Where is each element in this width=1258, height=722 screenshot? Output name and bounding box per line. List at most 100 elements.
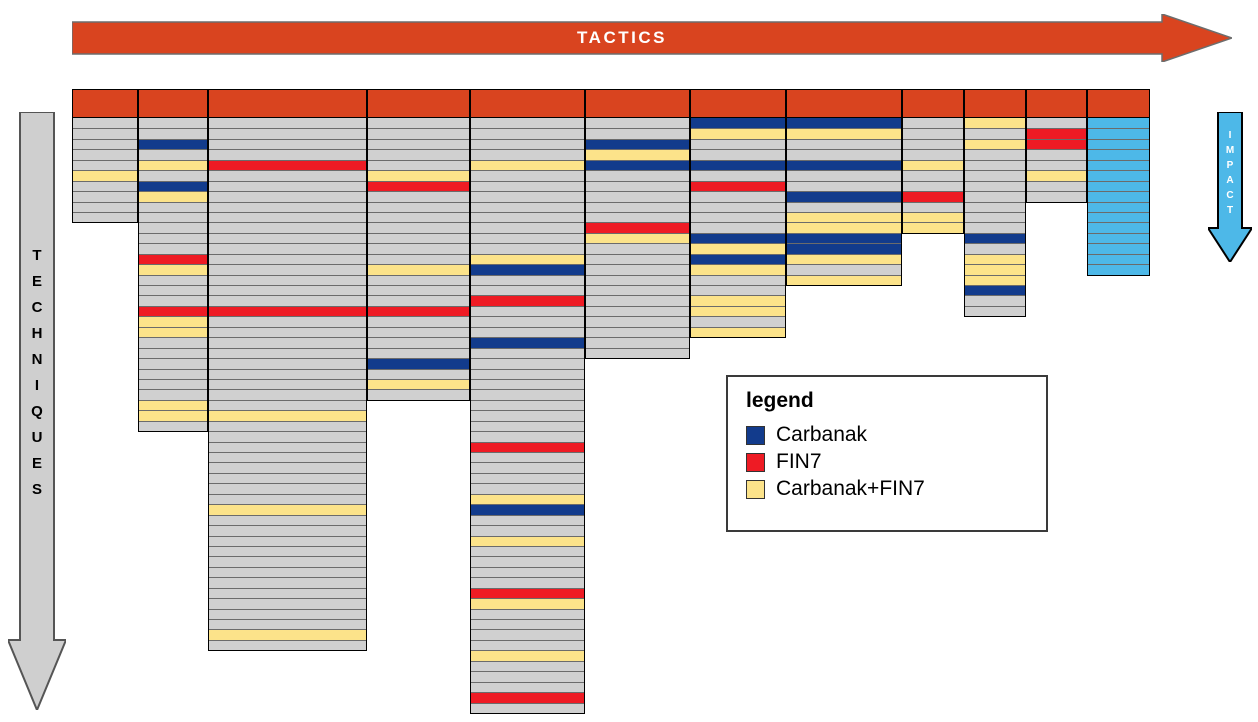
technique-cell[interactable] [691, 201, 785, 212]
technique-cell[interactable] [586, 232, 689, 244]
technique-cell[interactable] [471, 347, 584, 359]
technique-cell[interactable] [965, 118, 1025, 129]
technique-cell[interactable] [209, 316, 366, 327]
technique-cell[interactable] [1088, 159, 1149, 171]
technique-cell[interactable] [691, 295, 785, 306]
technique-cell[interactable] [73, 191, 137, 202]
technique-cell[interactable] [691, 170, 785, 181]
technique-cell[interactable] [965, 211, 1025, 223]
technique-cell[interactable] [368, 326, 469, 338]
technique-cell[interactable] [471, 639, 584, 651]
technique-cell[interactable] [368, 128, 469, 139]
technique-cell[interactable] [209, 264, 366, 275]
technique-cell[interactable] [209, 118, 366, 129]
technique-cell[interactable] [965, 149, 1025, 160]
technique-cell[interactable] [965, 305, 1025, 317]
technique-cell[interactable] [471, 138, 584, 150]
technique-cell[interactable] [965, 274, 1025, 285]
technique-cell[interactable] [368, 378, 469, 390]
technique-cell[interactable] [139, 222, 207, 233]
technique-cell[interactable] [471, 295, 584, 306]
technique-cell[interactable] [73, 149, 137, 160]
technique-cell[interactable] [471, 118, 584, 129]
technique-cell[interactable] [965, 264, 1025, 275]
technique-cell[interactable] [209, 368, 366, 379]
technique-cell[interactable] [368, 180, 469, 192]
technique-cell[interactable] [965, 243, 1025, 254]
technique-cell[interactable] [209, 201, 366, 212]
technique-cell[interactable] [471, 305, 584, 317]
technique-cell[interactable] [471, 472, 584, 484]
technique-cell[interactable] [209, 441, 366, 452]
technique-cell[interactable] [209, 462, 366, 473]
technique-cell[interactable] [209, 525, 366, 536]
technique-cell[interactable] [691, 316, 785, 327]
technique-cell[interactable] [691, 118, 785, 129]
technique-cell[interactable] [368, 316, 469, 327]
technique-cell[interactable] [73, 128, 137, 139]
technique-cell[interactable] [586, 253, 689, 265]
technique-cell[interactable] [1027, 159, 1086, 171]
tactic-column-11[interactable] [1026, 89, 1087, 203]
technique-cell[interactable] [691, 211, 785, 223]
technique-cell[interactable] [586, 305, 689, 317]
technique-cell[interactable] [73, 170, 137, 181]
technique-cell[interactable] [1027, 138, 1086, 150]
technique-cell[interactable] [471, 170, 584, 181]
technique-cell[interactable] [368, 201, 469, 212]
technique-cell[interactable] [471, 368, 584, 379]
technique-cell[interactable] [787, 211, 901, 223]
technique-cell[interactable] [139, 347, 207, 359]
technique-cell[interactable] [209, 619, 366, 630]
technique-cell[interactable] [586, 201, 689, 212]
technique-cell[interactable] [139, 389, 207, 400]
technique-cell[interactable] [1027, 170, 1086, 181]
tactic-column-12[interactable] [1087, 89, 1150, 276]
tactic-column-2[interactable] [138, 89, 208, 433]
technique-cell[interactable] [787, 201, 901, 212]
technique-cell[interactable] [209, 514, 366, 526]
technique-cell[interactable] [471, 493, 584, 505]
technique-cell[interactable] [787, 243, 901, 254]
technique-cell[interactable] [787, 274, 901, 285]
technique-cell[interactable] [471, 702, 584, 713]
technique-cell[interactable] [471, 211, 584, 223]
technique-cell[interactable] [1088, 191, 1149, 202]
technique-cell[interactable] [209, 598, 366, 609]
tactic-column-3[interactable] [208, 89, 367, 652]
technique-cell[interactable] [368, 222, 469, 233]
technique-cell[interactable] [139, 253, 207, 265]
technique-cell[interactable] [471, 149, 584, 160]
technique-cell[interactable] [586, 274, 689, 285]
technique-cell[interactable] [209, 535, 366, 546]
technique-cell[interactable] [209, 399, 366, 411]
technique-cell[interactable] [787, 232, 901, 244]
technique-cell[interactable] [73, 201, 137, 212]
technique-cell[interactable] [903, 128, 963, 139]
technique-cell[interactable] [73, 211, 137, 223]
technique-cell[interactable] [139, 358, 207, 369]
technique-cell[interactable] [965, 128, 1025, 139]
technique-cell[interactable] [586, 211, 689, 223]
technique-cell[interactable] [965, 138, 1025, 150]
technique-cell[interactable] [368, 191, 469, 202]
technique-cell[interactable] [209, 577, 366, 588]
technique-cell[interactable] [787, 149, 901, 160]
technique-cell[interactable] [471, 452, 584, 463]
technique-cell[interactable] [1088, 118, 1149, 129]
technique-cell[interactable] [73, 118, 137, 129]
technique-cell[interactable] [471, 587, 584, 599]
technique-cell[interactable] [471, 535, 584, 546]
technique-cell[interactable] [1088, 201, 1149, 212]
technique-cell[interactable] [139, 285, 207, 296]
technique-cell[interactable] [368, 232, 469, 244]
technique-cell[interactable] [471, 514, 584, 526]
technique-cell[interactable] [471, 159, 584, 171]
technique-cell[interactable] [903, 222, 963, 233]
technique-cell[interactable] [209, 128, 366, 139]
technique-cell[interactable] [209, 545, 366, 557]
technique-cell[interactable] [471, 232, 584, 244]
technique-cell[interactable] [209, 587, 366, 599]
technique-cell[interactable] [139, 326, 207, 338]
technique-cell[interactable] [139, 180, 207, 192]
